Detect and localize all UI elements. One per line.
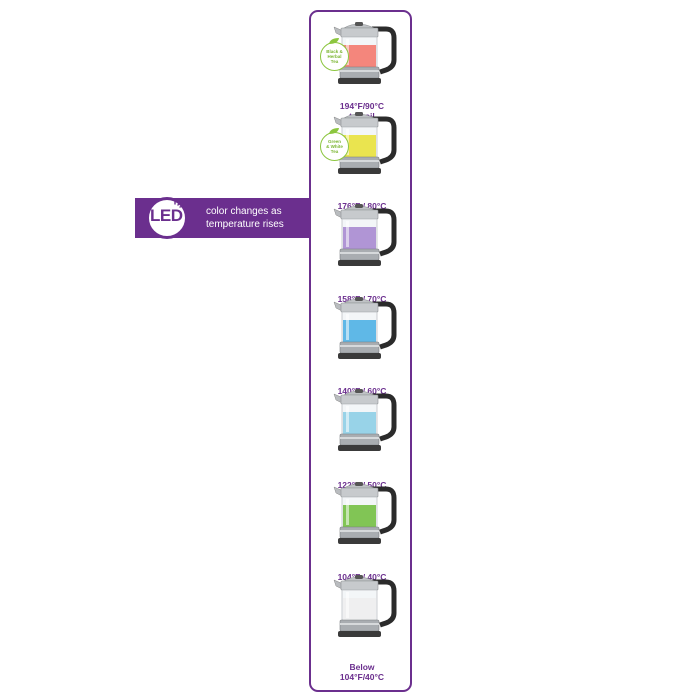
temperature-label-line-2: 104°F/40°C: [339, 672, 385, 682]
kettle-image: [328, 387, 400, 453]
kettle-image: [328, 573, 400, 639]
tea-badge-text: Black &: [326, 49, 343, 54]
tea-badge-text: Tea: [330, 149, 339, 154]
kettle-image: [328, 480, 400, 546]
led-badge: [146, 197, 188, 239]
tea-badge-text: Green: [327, 139, 341, 144]
banner-line-1: color changes as: [206, 206, 282, 217]
tea-badge-text: Herbal: [327, 54, 342, 59]
leaf-icon: [329, 38, 339, 44]
light-rays-icon: [174, 200, 184, 208]
tea-leaf-badge: [320, 132, 349, 161]
temperature-label-line-1: 194°F/90°C: [339, 101, 385, 111]
banner-line-2: temperature rises: [206, 219, 284, 230]
leaf-icon: [329, 128, 339, 134]
tea-badge-text: Tea: [330, 59, 339, 64]
kettle-image: [328, 295, 400, 361]
led-label: LED: [150, 206, 183, 225]
tea-badge-text: & White: [326, 144, 343, 149]
kettle-image: [328, 202, 400, 268]
temperature-label-line-1: Below: [349, 662, 375, 672]
